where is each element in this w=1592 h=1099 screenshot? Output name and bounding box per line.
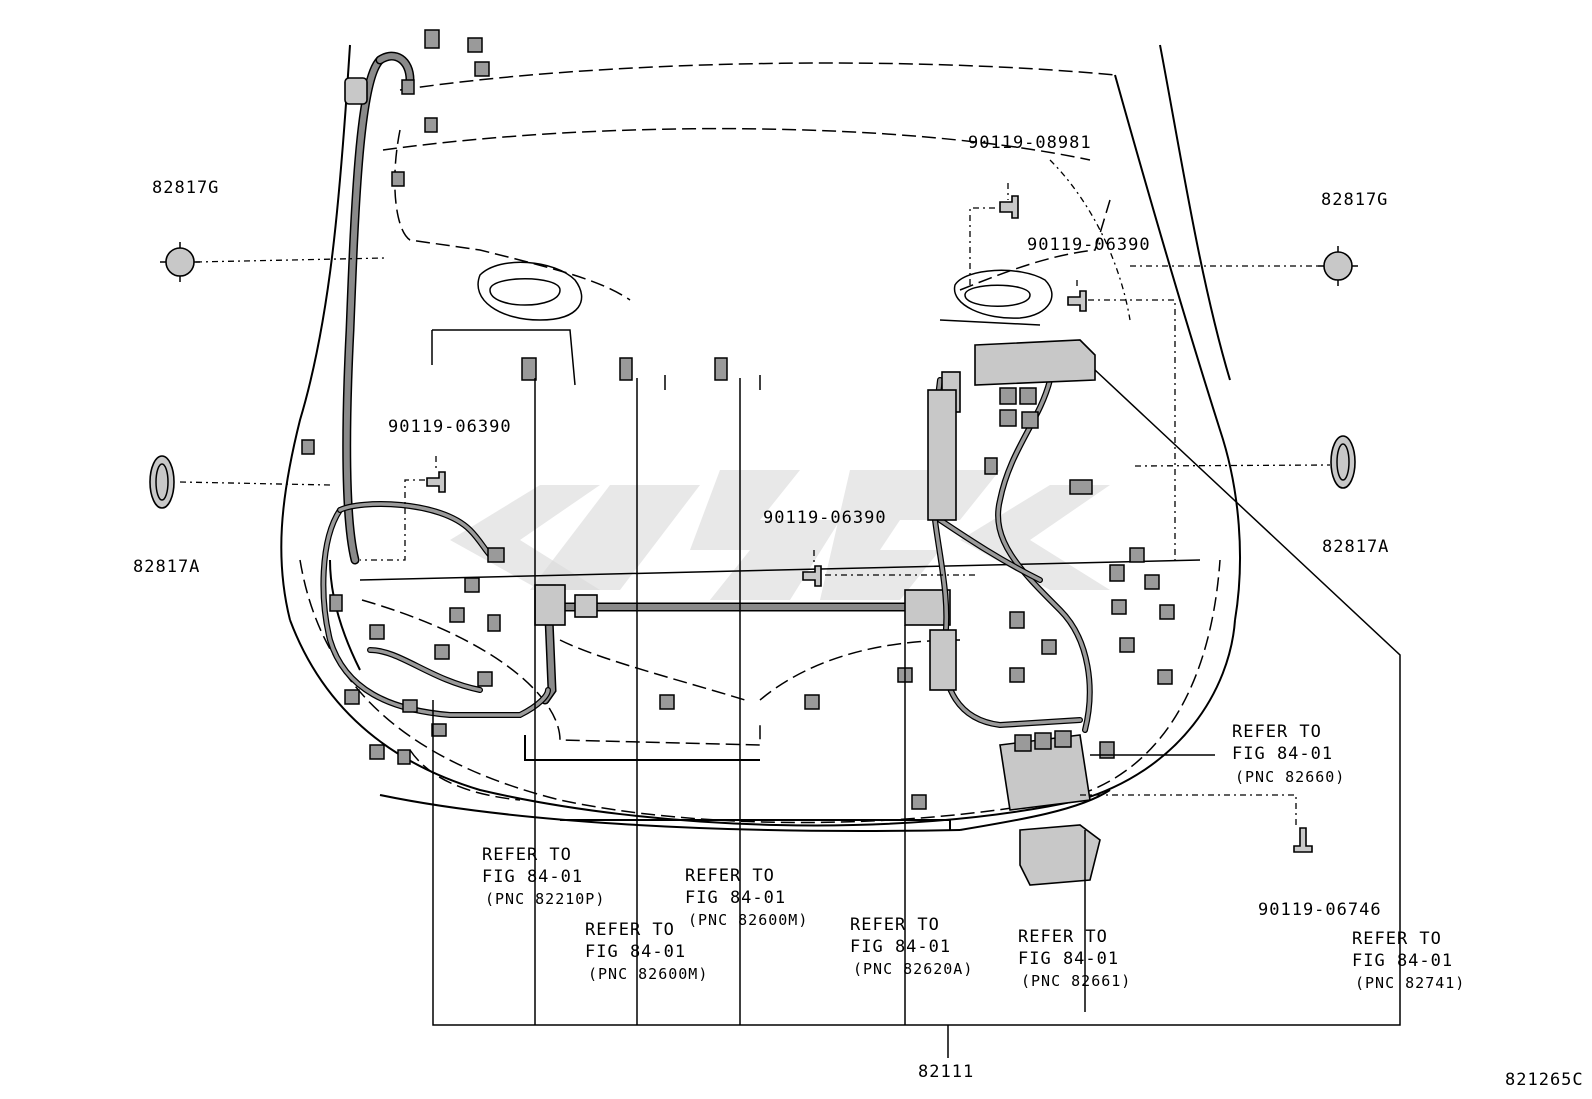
label-82817g-left: 82817G — [152, 178, 220, 198]
figure-code: 821265C — [1505, 1070, 1584, 1090]
refer-line3: (PNC 82620A) — [853, 960, 974, 978]
refer-line1: REFER TO — [1352, 929, 1442, 949]
refer-line3: (PNC 82741) — [1355, 974, 1466, 992]
flange-bolt-icon — [426, 195, 1313, 853]
main-harness — [320, 51, 1093, 733]
refer-line2: FIG 84-01 — [1232, 744, 1334, 764]
callout-bracket — [432, 378, 1401, 1058]
leader-lines — [179, 183, 1401, 1012]
refer-line3: (PNC 82600M) — [588, 965, 709, 983]
refer-line2: FIG 84-01 — [685, 888, 787, 908]
refer-line1: REFER TO — [482, 845, 572, 865]
refer-line1: REFER TO — [1232, 722, 1322, 742]
refer-line2: FIG 84-01 — [1018, 949, 1120, 969]
refer-line2: FIG 84-01 — [1352, 951, 1454, 971]
refer-line3: (PNC 82600M) — [688, 911, 809, 929]
refer-line3: (PNC 82660) — [1235, 768, 1346, 786]
refer-line3: (PNC 82210P) — [485, 890, 606, 908]
refer-line2: FIG 84-01 — [585, 942, 687, 962]
refer-line1: REFER TO — [850, 915, 940, 935]
star-grommet-icon — [160, 242, 1358, 286]
oval-grommet-icon — [149, 435, 1356, 509]
label-90119-06390-left: 90119-06390 — [388, 417, 512, 437]
label-82817g-right: 82817G — [1321, 190, 1389, 210]
refer-line2: FIG 84-01 — [482, 867, 584, 887]
body-outline — [280, 44, 1241, 832]
refer-line2: FIG 84-01 — [850, 937, 952, 957]
label-90119-06746: 90119-06746 — [1258, 900, 1382, 920]
connector-icon — [301, 29, 1175, 810]
refer-line1: REFER TO — [585, 920, 675, 940]
refer-line1: REFER TO — [685, 866, 775, 886]
refer-line1: REFER TO — [1018, 927, 1108, 947]
label-82111: 82111 — [918, 1062, 975, 1082]
watermark-logo — [450, 470, 1110, 600]
relay-block-icon — [974, 339, 1101, 886]
label-90119-08981: 90119-08981 — [968, 133, 1092, 153]
label-82817a-right: 82817A — [1322, 537, 1390, 557]
label-90119-06390-center: 90119-06390 — [763, 508, 887, 528]
refer-line3: (PNC 82661) — [1021, 972, 1132, 990]
label-82817a-left: 82817A — [133, 557, 201, 577]
label-90119-06390-right: 90119-06390 — [1027, 235, 1151, 255]
